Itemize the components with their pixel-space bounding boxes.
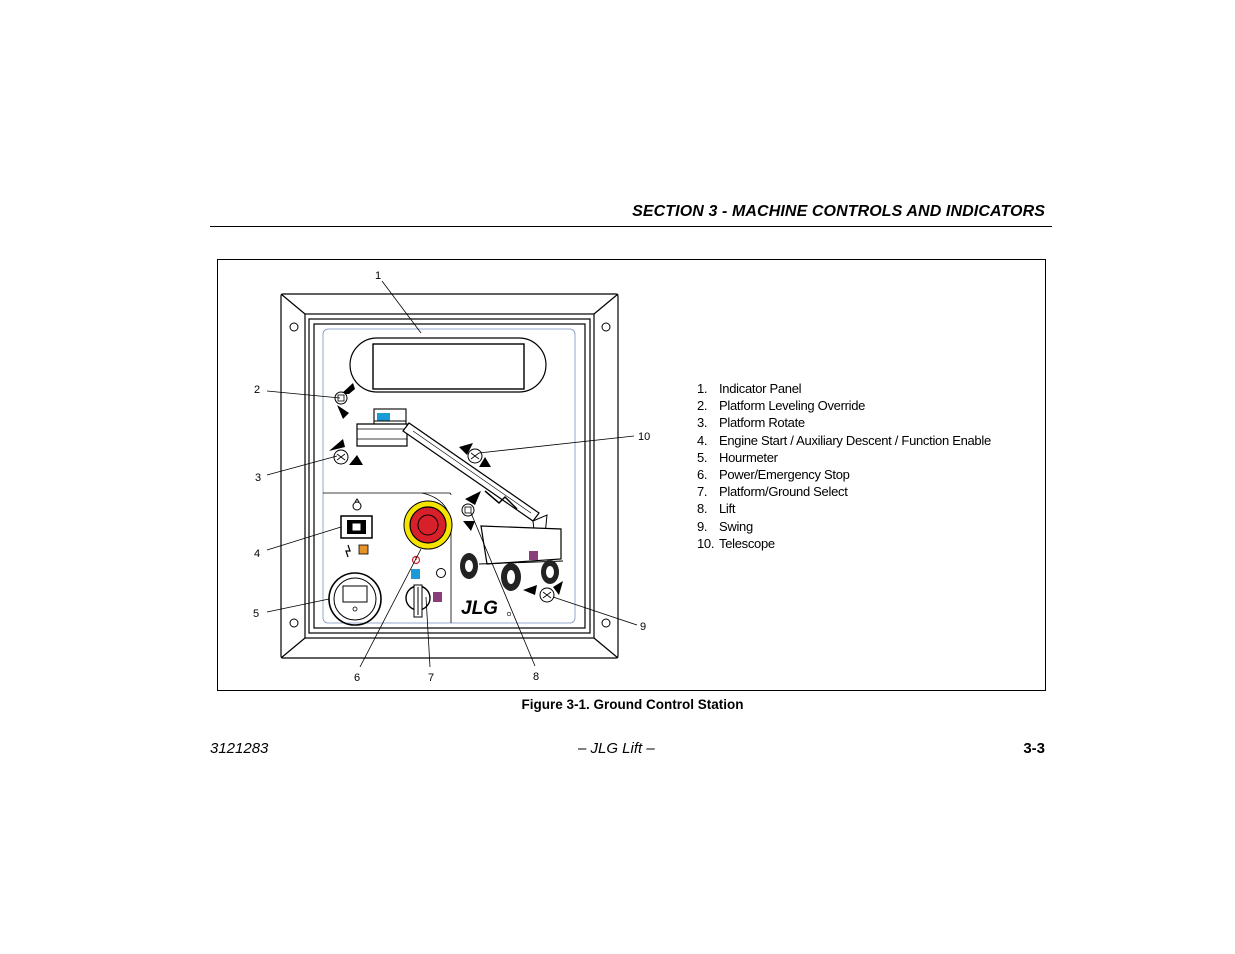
figure-caption: Figure 3-1. Ground Control Station xyxy=(521,697,744,712)
svg-text:JLG: JLG xyxy=(461,598,498,619)
indicator-panel xyxy=(349,337,547,393)
legend-item-number: 6. xyxy=(697,466,708,482)
legend-item: 3. Platform Rotate xyxy=(697,414,991,431)
callout-10: 10 xyxy=(638,431,650,443)
callout-1: 1 xyxy=(375,270,381,282)
legend-item-label: Telescope xyxy=(719,535,775,551)
legend-item-label: Platform/Ground Select xyxy=(719,484,848,500)
callout-4: 4 xyxy=(254,548,260,560)
callout-5: 5 xyxy=(253,608,259,620)
ground-control-station-illustration: JLG 1 2 3 4 5 6 7 8 9 10 xyxy=(253,270,650,684)
legend-item-number: 8. xyxy=(697,501,708,517)
legend-item-label: Hourmeter xyxy=(719,449,778,465)
lift-switch[interactable] xyxy=(461,491,481,531)
legend-item-label: Platform Leveling Override xyxy=(719,398,866,414)
callout-leader-lines xyxy=(266,280,638,668)
legend-item: 1. Indicator Panel xyxy=(697,380,991,397)
figure-frame xyxy=(217,259,1046,691)
footer-doc-number: 3121283 xyxy=(210,740,269,757)
legend-item: 4. Engine Start / Auxiliary Descent / Fun… xyxy=(697,432,991,449)
legend-item: 5. Hourmeter xyxy=(697,449,991,466)
machine-illustration xyxy=(356,408,564,591)
legend-item-label: Platform Rotate xyxy=(719,415,805,431)
callout-9: 9 xyxy=(640,621,646,633)
legend-item-number: 10. xyxy=(697,535,715,551)
legend-item: 8. Lift xyxy=(697,500,991,517)
callout-7: 7 xyxy=(428,672,434,684)
platform-leveling-override-switch[interactable] xyxy=(334,383,355,419)
swing-switch[interactable] xyxy=(523,581,563,603)
page-number: 3-3 xyxy=(1023,740,1045,757)
section-title: SECTION 3 - MACHINE CONTROLS AND INDICAT… xyxy=(632,203,1045,220)
platform-rotate-switch[interactable] xyxy=(329,439,363,465)
engine-start-switch[interactable] xyxy=(340,498,373,558)
legend-item-number: 1. xyxy=(697,381,708,396)
callout-numbers: 1 2 3 4 5 6 7 8 9 10 xyxy=(253,270,650,684)
header-rule xyxy=(210,226,1052,227)
legend-item-number: 4. xyxy=(697,432,708,448)
telescope-switch[interactable] xyxy=(459,443,491,467)
control-panel xyxy=(280,293,619,659)
legend-item-label: Swing xyxy=(719,518,753,534)
legend-item-number: 5. xyxy=(697,449,708,465)
mounting-holes xyxy=(289,322,611,628)
legend-item: 6. Power/Emergency Stop xyxy=(697,466,991,483)
legend-item-number: 7. xyxy=(697,484,708,500)
callout-8: 8 xyxy=(533,671,539,683)
platform-ground-select-switch[interactable] xyxy=(405,555,446,618)
legend-item-label: Power/Emergency Stop xyxy=(719,466,850,482)
legend-item: 2. Platform Leveling Override xyxy=(697,397,991,414)
legend-item-number: 9. xyxy=(697,518,708,534)
callout-3: 3 xyxy=(255,472,261,484)
legend-item: 10.Telescope xyxy=(697,535,991,552)
legend-item-number: 3. xyxy=(697,415,708,431)
jlg-logo: JLG xyxy=(461,598,512,619)
footer-title: – JLG Lift – xyxy=(578,740,655,757)
legend-item: 7. Platform/Ground Select xyxy=(697,483,991,500)
emergency-stop-button[interactable] xyxy=(403,500,453,550)
figure-legend: 1. Indicator Panel 2. Platform Leveling Ov… xyxy=(697,380,991,552)
legend-item-number: 2. xyxy=(697,398,708,414)
callout-6: 6 xyxy=(354,672,360,684)
legend-item-label: Indicator Panel xyxy=(719,381,802,396)
legend-item: 9. Swing xyxy=(697,518,991,535)
legend-item-label: Lift xyxy=(719,501,736,517)
legend-item-label: Engine Start / Auxiliary Descent / Funct… xyxy=(719,432,991,448)
hourmeter xyxy=(328,572,382,626)
callout-2: 2 xyxy=(254,384,260,396)
